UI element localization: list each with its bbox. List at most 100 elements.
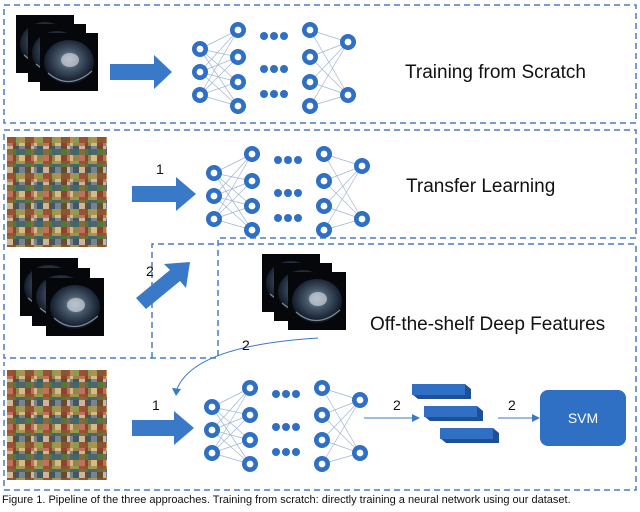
scratch-frame — [3, 4, 637, 124]
layer-ellipsis-dot — [284, 189, 292, 197]
network-node-center — [248, 150, 256, 158]
layer-ellipsis-dot — [280, 90, 288, 98]
network-node-center — [246, 436, 254, 444]
layer-ellipsis-dot — [272, 423, 280, 431]
layer-ellipsis-dot — [270, 32, 278, 40]
section-frames — [3, 4, 637, 491]
offshelf-frame — [3, 243, 637, 491]
network-node-center — [208, 403, 216, 411]
offshelf-network — [204, 380, 368, 472]
network-node-center — [210, 169, 218, 177]
layer-ellipsis-dot — [270, 90, 278, 98]
network-connection — [309, 56, 349, 96]
features-step-2: 2 — [393, 397, 401, 413]
offshelf-step-1: 1 — [152, 397, 160, 413]
layer-ellipsis-dot — [282, 390, 290, 398]
transfer-frame — [3, 129, 637, 359]
network-node-center — [318, 384, 326, 392]
scan-to-network-head — [172, 388, 181, 396]
network-connection — [213, 172, 253, 207]
feature-bar — [424, 406, 483, 421]
network-node-center — [196, 91, 204, 99]
natural-image-mosaic — [7, 137, 107, 247]
network-node-center — [248, 202, 256, 210]
network-connection — [211, 414, 251, 454]
scan-to-network-arrow — [175, 337, 319, 393]
transfer-title: Transfer Learning — [406, 176, 555, 197]
feature-bar — [412, 384, 471, 399]
layer-ellipsis-dot — [272, 390, 280, 398]
network-node-center — [234, 78, 242, 86]
network-node-center — [234, 102, 242, 110]
network-connection — [211, 387, 251, 431]
network-node-center — [320, 177, 328, 185]
network-node-center — [318, 460, 326, 468]
layer-ellipsis-dot — [274, 156, 282, 164]
offshelf-section: Off-the-shelf Deep Features 2 1 2 — [7, 253, 626, 480]
feature-bar — [440, 428, 499, 443]
offshelf-title: Off-the-shelf Deep Features — [370, 314, 605, 335]
layer-ellipsis-dot — [294, 214, 302, 222]
layer-ellipsis-dot — [280, 32, 288, 40]
network-connection — [199, 71, 239, 107]
network-connection — [321, 399, 361, 441]
transfer-network — [206, 146, 370, 238]
layer-ellipsis-dot — [260, 90, 268, 98]
medical-scan-stack — [19, 257, 105, 337]
network-node-center — [234, 53, 242, 61]
natural-image-mosaic — [7, 370, 107, 480]
network-connection — [309, 41, 349, 83]
figure-caption: Figure 1. Pipeline of the three approach… — [2, 494, 571, 506]
layer-ellipsis-dot — [294, 156, 302, 164]
network-node-center — [306, 26, 314, 34]
scratch-section: Training from Scratch — [15, 14, 586, 114]
network-connection — [213, 153, 253, 197]
layer-ellipsis-dot — [282, 448, 290, 456]
network-node-center — [210, 192, 218, 200]
network-connection — [323, 165, 363, 231]
network-connection — [213, 153, 253, 220]
transfer-section: 1 Transfer Learning 2 — [7, 137, 555, 337]
layer-ellipsis-dot — [274, 214, 282, 222]
network-node-center — [306, 102, 314, 110]
network-connection — [213, 172, 253, 231]
transfer-step-1: 1 — [156, 161, 164, 177]
layer-ellipsis-dot — [280, 65, 288, 73]
network-connection — [199, 48, 239, 107]
network-node-center — [356, 449, 364, 457]
network-connection — [211, 387, 251, 454]
network-connection — [211, 406, 251, 465]
network-connection — [199, 56, 239, 96]
layer-ellipsis-dot — [260, 65, 268, 73]
network-node-center — [246, 411, 254, 419]
network-node-center — [318, 411, 326, 419]
network-connection — [309, 41, 349, 107]
medical-scan-stack — [15, 14, 99, 92]
layer-ellipsis-dot — [292, 423, 300, 431]
transfer-step-2: 2 — [146, 263, 154, 279]
network-node-center — [248, 177, 256, 185]
layer-ellipsis-dot — [284, 156, 292, 164]
network-node-center — [306, 78, 314, 86]
network-connection — [199, 29, 239, 73]
svm-label: SVM — [568, 410, 598, 426]
network-node-center — [344, 91, 352, 99]
network-node-center — [210, 215, 218, 223]
network-connection — [213, 180, 253, 220]
network-connection — [199, 29, 239, 96]
network-node-center — [358, 215, 366, 223]
network-node-center — [320, 226, 328, 234]
layer-ellipsis-dot — [260, 32, 268, 40]
network-node-center — [208, 449, 216, 457]
layer-ellipsis-dot — [292, 448, 300, 456]
layer-ellipsis-dot — [284, 214, 292, 222]
offshelf-arrow-1 — [132, 411, 194, 445]
medical-scan-stack — [261, 253, 347, 331]
network-node-center — [248, 226, 256, 234]
network-node-center — [246, 460, 254, 468]
features-to-svm-head — [532, 414, 540, 422]
svm-classifier: SVM — [540, 390, 626, 446]
feature-vectors — [412, 384, 499, 443]
network-node-center — [208, 426, 216, 434]
